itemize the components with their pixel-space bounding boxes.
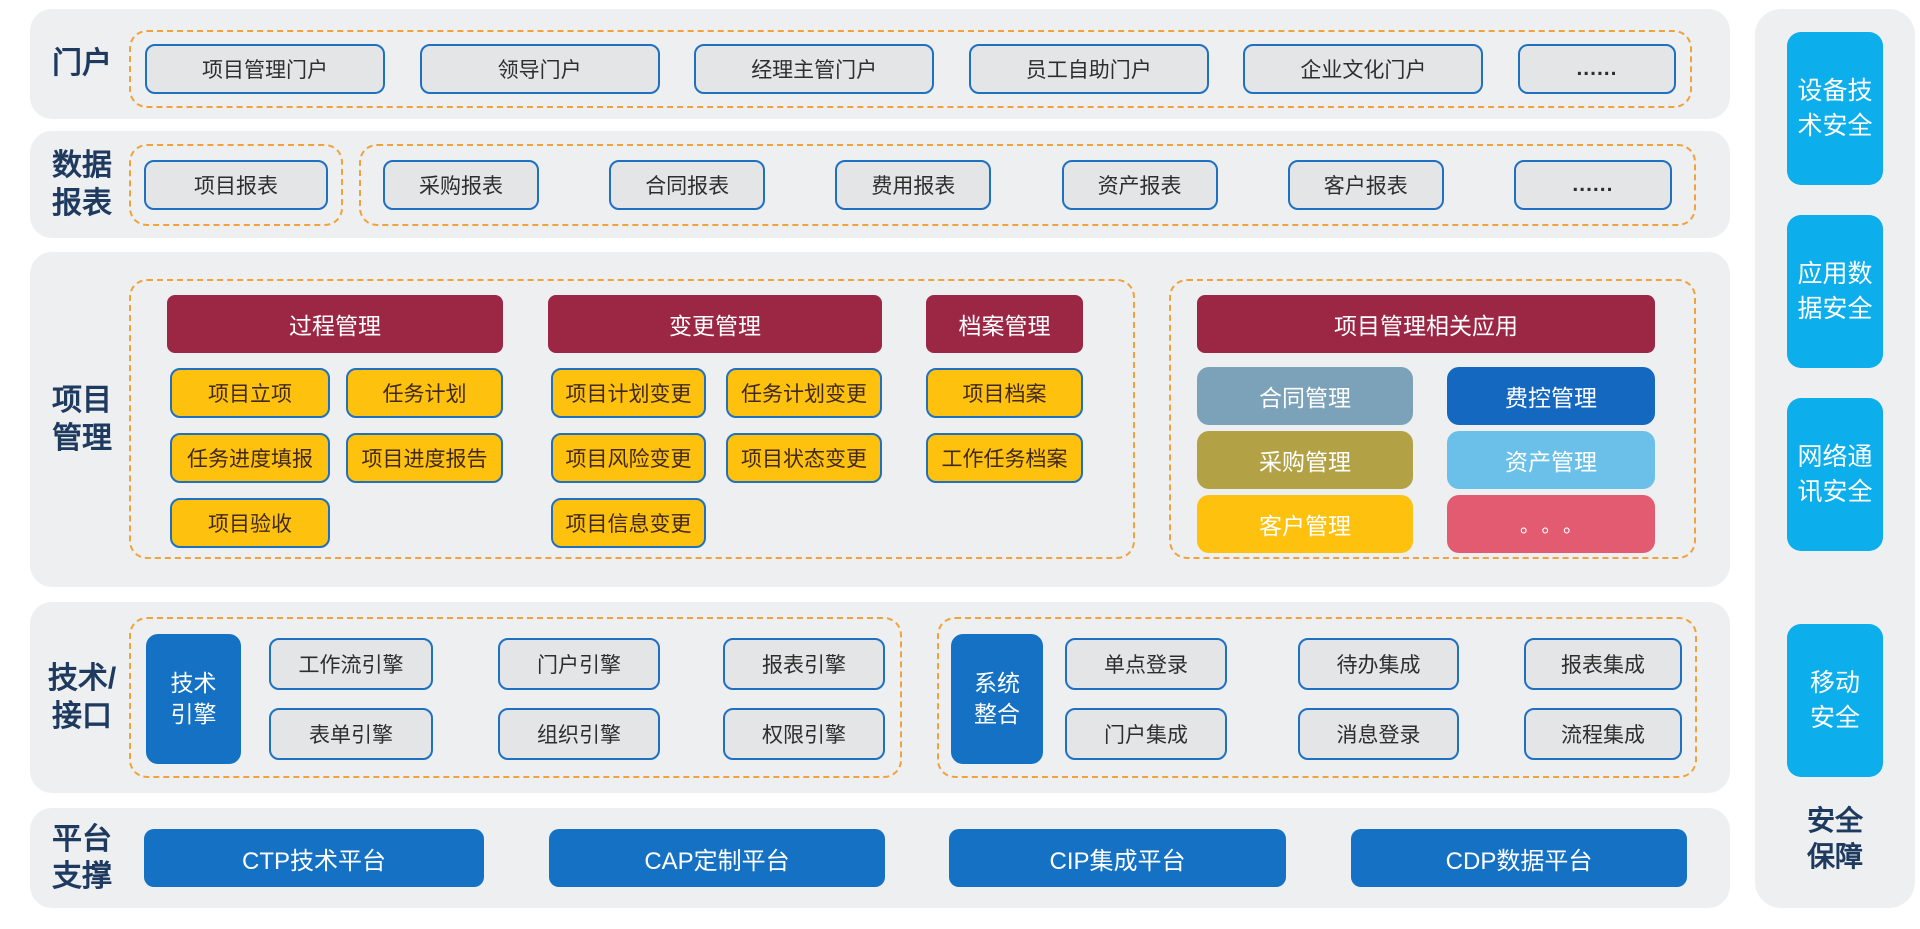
security-item: 网络通 讯安全 [1787, 398, 1883, 551]
integration-item: 待办集成 [1298, 638, 1459, 690]
engine-dashed-group: 技术 引擎 工作流引擎 门户引擎 报表引擎 表单引擎 组织引擎 权限引擎 [129, 617, 902, 778]
process-item: 项目进度报告 [346, 433, 503, 483]
related-apps-header: 项目管理相关应用 [1197, 295, 1655, 353]
security-footer-label: 安全 保障 [1806, 804, 1863, 872]
portal-item: 企业文化门户 [1243, 44, 1484, 94]
integration-item: 流程集成 [1524, 708, 1682, 760]
integration-item: 消息登录 [1298, 708, 1459, 760]
change-item: 任务计划变更 [726, 368, 882, 418]
process-item: 项目验收 [170, 498, 330, 548]
change-item: 项目风险变更 [551, 433, 706, 483]
process-item: 项目立项 [170, 368, 330, 418]
reports-dashed-group: 采购报表 合同报表 费用报表 资产报表 客户报表 ...... [359, 144, 1696, 226]
band-portal: 门户 项目管理门户 领导门户 经理主管门户 员工自助门户 企业文化门户 ....… [30, 9, 1730, 119]
related-apps-dashed-group: 项目管理相关应用 合同管理 费控管理 采购管理 资产管理 客户管理 。。。 [1169, 279, 1696, 559]
band-tech: 技术/ 接口 技术 引擎 工作流引擎 门户引擎 报表引擎 表单引擎 组织引擎 权… [30, 602, 1730, 793]
change-header: 变更管理 [548, 295, 882, 353]
portal-item: 项目管理门户 [145, 44, 385, 94]
related-app-more: 。。。 [1447, 495, 1655, 553]
integration-item: 单点登录 [1065, 638, 1227, 690]
engine-item: 权限引擎 [723, 708, 885, 760]
platform-item-cdp: CDP数据平台 [1351, 829, 1687, 887]
integration-item: 门户集成 [1065, 708, 1227, 760]
integration-item: 报表集成 [1524, 638, 1682, 690]
engine-item: 组织引擎 [498, 708, 660, 760]
related-app-asset: 资产管理 [1447, 431, 1655, 489]
portal-label: 门户 [52, 47, 112, 81]
security-item: 应用数 据安全 [1787, 215, 1883, 368]
process-header: 过程管理 [167, 295, 503, 353]
platform-label: 平台 支撑 [52, 822, 112, 894]
report-item: 费用报表 [835, 160, 992, 210]
platform-item-ctp: CTP技术平台 [144, 829, 484, 887]
portal-item-more: ...... [1517, 44, 1676, 94]
report-item: 合同报表 [609, 160, 766, 210]
platform-item-cap: CAP定制平台 [549, 829, 885, 887]
engine-item: 表单引擎 [269, 708, 433, 760]
related-app-cost: 费控管理 [1447, 367, 1655, 425]
band-reports: 数据 报表 项目报表 采购报表 合同报表 费用报表 资产报表 客户报表 ....… [30, 131, 1730, 238]
archive-item: 项目档案 [926, 368, 1083, 418]
change-item: 项目计划变更 [551, 368, 706, 418]
related-app-customer: 客户管理 [1197, 495, 1413, 553]
related-app-contract: 合同管理 [1197, 367, 1413, 425]
reports-dashed-project: 项目报表 [129, 144, 343, 226]
security-item: 设备技 术安全 [1787, 32, 1883, 185]
band-security: 设备技 术安全 应用数 据安全 网络通 讯安全 移动 安全 安全 保障 [1755, 9, 1915, 908]
platform-item-cip: CIP集成平台 [949, 829, 1286, 887]
report-item: 采购报表 [383, 160, 539, 210]
security-item: 移动 安全 [1787, 624, 1883, 777]
change-item: 项目信息变更 [551, 498, 706, 548]
engine-title-block: 技术 引擎 [146, 634, 241, 764]
portal-item: 员工自助门户 [968, 44, 1209, 94]
portal-item: 经理主管门户 [694, 44, 935, 94]
project-label: 项目 管理 [52, 384, 112, 455]
report-item-more: ...... [1513, 160, 1672, 210]
integration-dashed-group: 系统 整合 单点登录 待办集成 报表集成 门户集成 消息登录 流程集成 [937, 617, 1697, 778]
engine-item: 门户引擎 [498, 638, 660, 690]
tech-label: 技术/ 接口 [47, 662, 117, 733]
band-project: 项目 管理 过程管理 项目立项 任务计划 任务进度填报 项目进度报告 项目验收 … [30, 252, 1730, 587]
reports-label: 数据 报表 [52, 149, 112, 220]
change-item: 项目状态变更 [726, 433, 882, 483]
integration-title-block: 系统 整合 [951, 634, 1043, 764]
process-item: 任务进度填报 [170, 433, 330, 483]
related-app-purchase: 采购管理 [1197, 431, 1413, 489]
engine-item: 报表引擎 [723, 638, 885, 690]
project-core-dashed-group: 过程管理 项目立项 任务计划 任务进度填报 项目进度报告 项目验收 变更管理 项… [129, 279, 1135, 559]
process-item: 任务计划 [346, 368, 503, 418]
archive-header: 档案管理 [926, 295, 1083, 353]
portal-dashed-group: 项目管理门户 领导门户 经理主管门户 员工自助门户 企业文化门户 ...... [129, 30, 1692, 108]
band-platform: 平台 支撑 CTP技术平台 CAP定制平台 CIP集成平台 CDP数据平台 [30, 808, 1730, 908]
report-item: 客户报表 [1287, 160, 1444, 210]
engine-item: 工作流引擎 [269, 638, 433, 690]
report-item: 资产报表 [1061, 160, 1218, 210]
archive-item: 工作任务档案 [926, 433, 1083, 483]
portal-item: 领导门户 [419, 44, 660, 94]
report-item: 项目报表 [144, 160, 328, 210]
